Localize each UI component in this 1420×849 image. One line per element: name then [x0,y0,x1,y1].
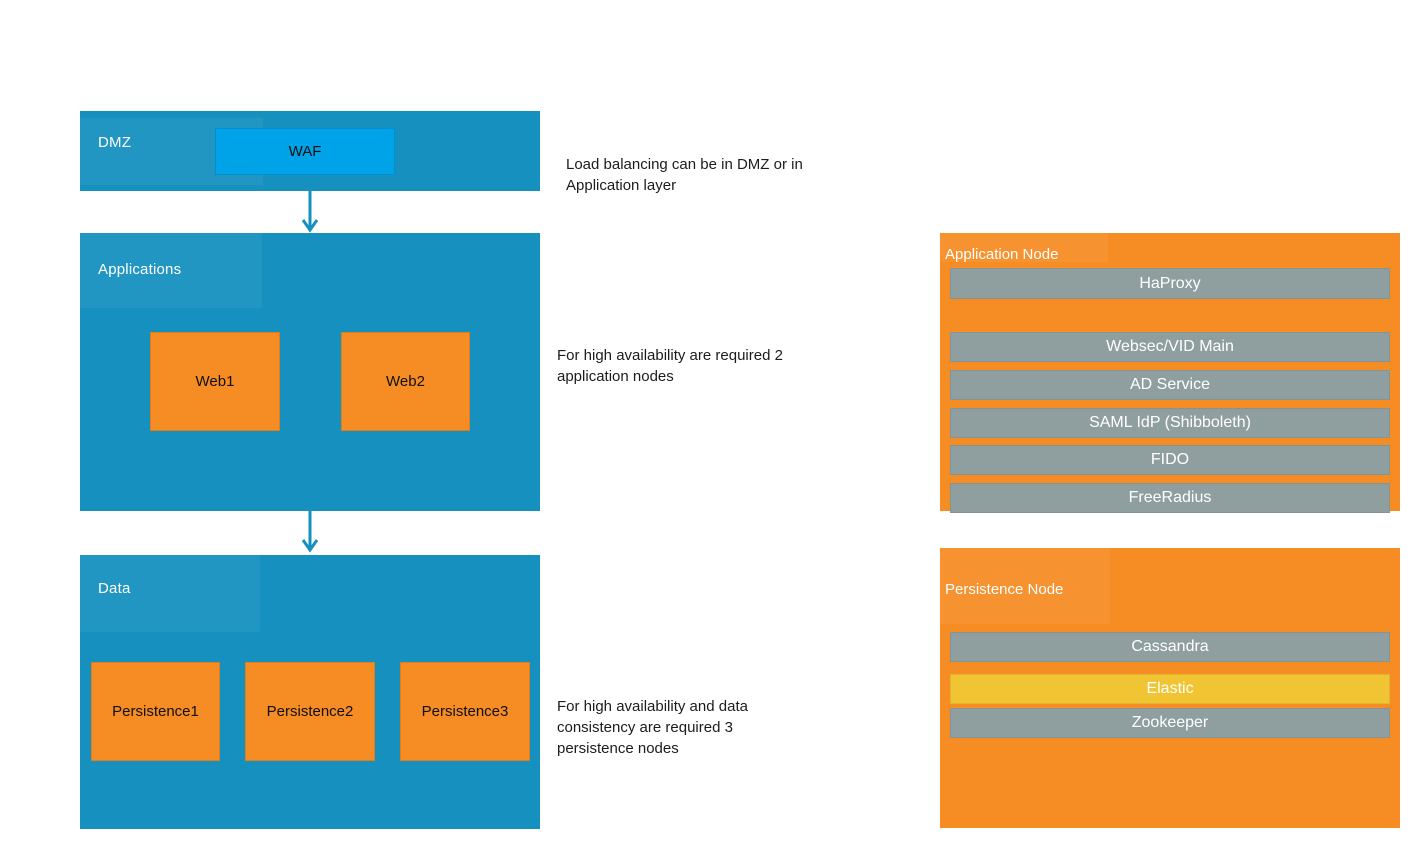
layer-dmz: DMZ WAF [80,111,540,191]
service-label: Cassandra [1131,638,1209,655]
service-label: Websec/VID Main [1106,338,1234,355]
service-bar-fido: FIDO [950,445,1390,475]
service-bar-haproxy: HaProxy [950,268,1390,299]
node-web1-label: Web1 [195,373,235,390]
service-label: FIDO [1150,451,1190,468]
service-label: AD Service [1129,376,1211,393]
application-node-box: Application Node HaProxy Websec/VID Main… [940,233,1400,513]
node-web2-label: Web2 [386,373,425,390]
service-label: Elastic [1146,680,1194,697]
arrow-down-icon [301,511,319,553]
note-application-nodes: For high availability are required 2 app… [557,347,783,385]
service-bar-freeradius: FreeRadius [950,483,1390,513]
layer-dmz-label: DMZ [98,134,132,151]
note-load-balancing: Load balancing can be in DMZ or in Appli… [566,156,803,194]
persistence-node-box: Persistence Node Cassandra Elastic Zooke… [940,548,1400,828]
layer-applications: Applications Web1 Web2 [80,233,540,511]
service-bar-elastic: Elastic [950,674,1390,704]
service-bar-ad-service: AD Service [950,370,1390,400]
service-bar-cassandra: Cassandra [950,632,1390,662]
node-waf-label: WAF [288,143,322,160]
node-persistence2: Persistence2 [245,662,375,761]
node-web1: Web1 [150,332,280,431]
application-node-title: Application Node [945,246,1059,263]
service-label: Zookeeper [1131,714,1209,731]
service-bar-zookeeper: Zookeeper [950,708,1390,738]
persistence-node-title: Persistence Node [945,581,1064,598]
service-label: HaProxy [1139,274,1201,292]
layer-data-label: Data [98,580,131,597]
node-persistence1: Persistence1 [91,662,220,761]
node-waf: WAF [215,128,395,175]
note-persistence-nodes: For high availability and data consisten… [557,698,748,757]
layer-data: Data Persistence1 Persistence2 Persisten… [80,555,540,829]
node-persistence3-label: Persistence3 [421,703,509,720]
service-label: SAML IdP (Shibboleth) [1089,414,1251,431]
node-persistence3: Persistence3 [400,662,530,761]
service-bar-saml-idp: SAML IdP (Shibboleth) [950,408,1390,438]
arrow-down-icon [301,191,319,233]
node-persistence2-label: Persistence2 [266,703,354,720]
service-label: FreeRadius [1128,489,1212,506]
node-web2: Web2 [341,332,470,431]
node-persistence1-label: Persistence1 [112,703,199,720]
service-bar-websec-vid-main: Websec/VID Main [950,332,1390,362]
layer-applications-label: Applications [98,261,182,278]
